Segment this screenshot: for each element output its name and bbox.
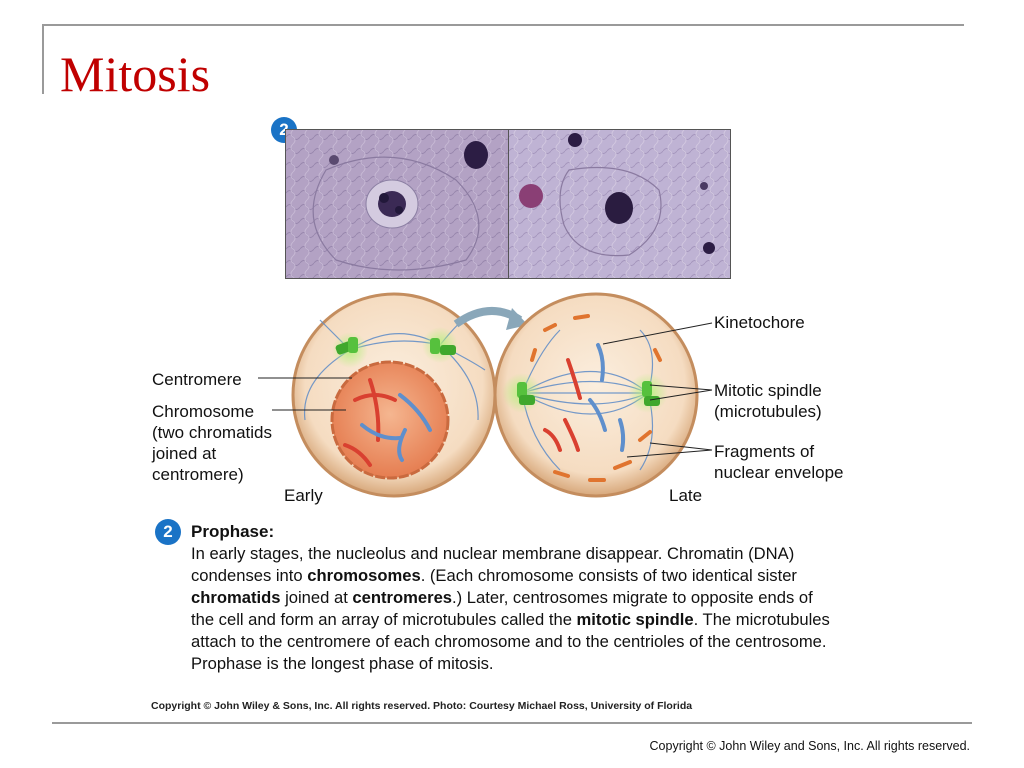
description-text-3: joined at [280,588,353,607]
label-kinetochore: Kinetochore [714,313,805,332]
label-fragments-2: nuclear envelope [714,463,844,482]
label-early: Early [284,486,323,505]
micrograph-late [508,129,731,279]
label-spindle-2: (microtubules) [714,402,822,421]
label-centromere: Centromere [152,370,242,389]
prophase-description: Prophase: In early stages, the nucleolus… [191,521,831,675]
early-cell [258,292,497,498]
term-chromosomes: chromosomes [307,566,421,585]
label-fragments-1: Fragments of [714,442,815,461]
slide-title: Mitosis [60,46,211,102]
left-rule [42,24,44,94]
figure-credit: Copyright © John Wiley & Sons, Inc. All … [151,700,693,712]
term-chromatids: chromatids [191,588,281,607]
label-chromosome-3: joined at [152,444,217,463]
term-centromeres: centromeres [352,588,453,607]
footer-copyright: Copyright © John Wiley and Sons, Inc. Al… [649,739,970,753]
micrograph-early [285,129,509,279]
description-text-1: In early stages, the nucleolus and nucle… [191,544,795,585]
late-cell [493,292,713,498]
description-text-5: . The microtubules attach to the centrom… [191,610,830,673]
label-late: Late [669,486,703,505]
description-text-2: . (Each chromosome consists of two ident… [420,566,797,585]
top-rule [42,24,964,26]
description-heading: Prophase: [191,522,275,541]
label-chromosome-4: centromere) [152,465,244,484]
label-chromosome-2: (two chromatids [152,423,272,442]
term-mitotic-spindle: mitotic spindle [576,610,694,629]
bottom-rule [52,722,972,724]
description-text-4: .) Later, centrosomes migrate to opposit… [191,588,813,629]
label-spindle-1: Mitotic spindle [714,381,822,400]
label-chromosome-1: Chromosome [152,402,255,421]
step-badge-description: 2 [155,519,181,545]
